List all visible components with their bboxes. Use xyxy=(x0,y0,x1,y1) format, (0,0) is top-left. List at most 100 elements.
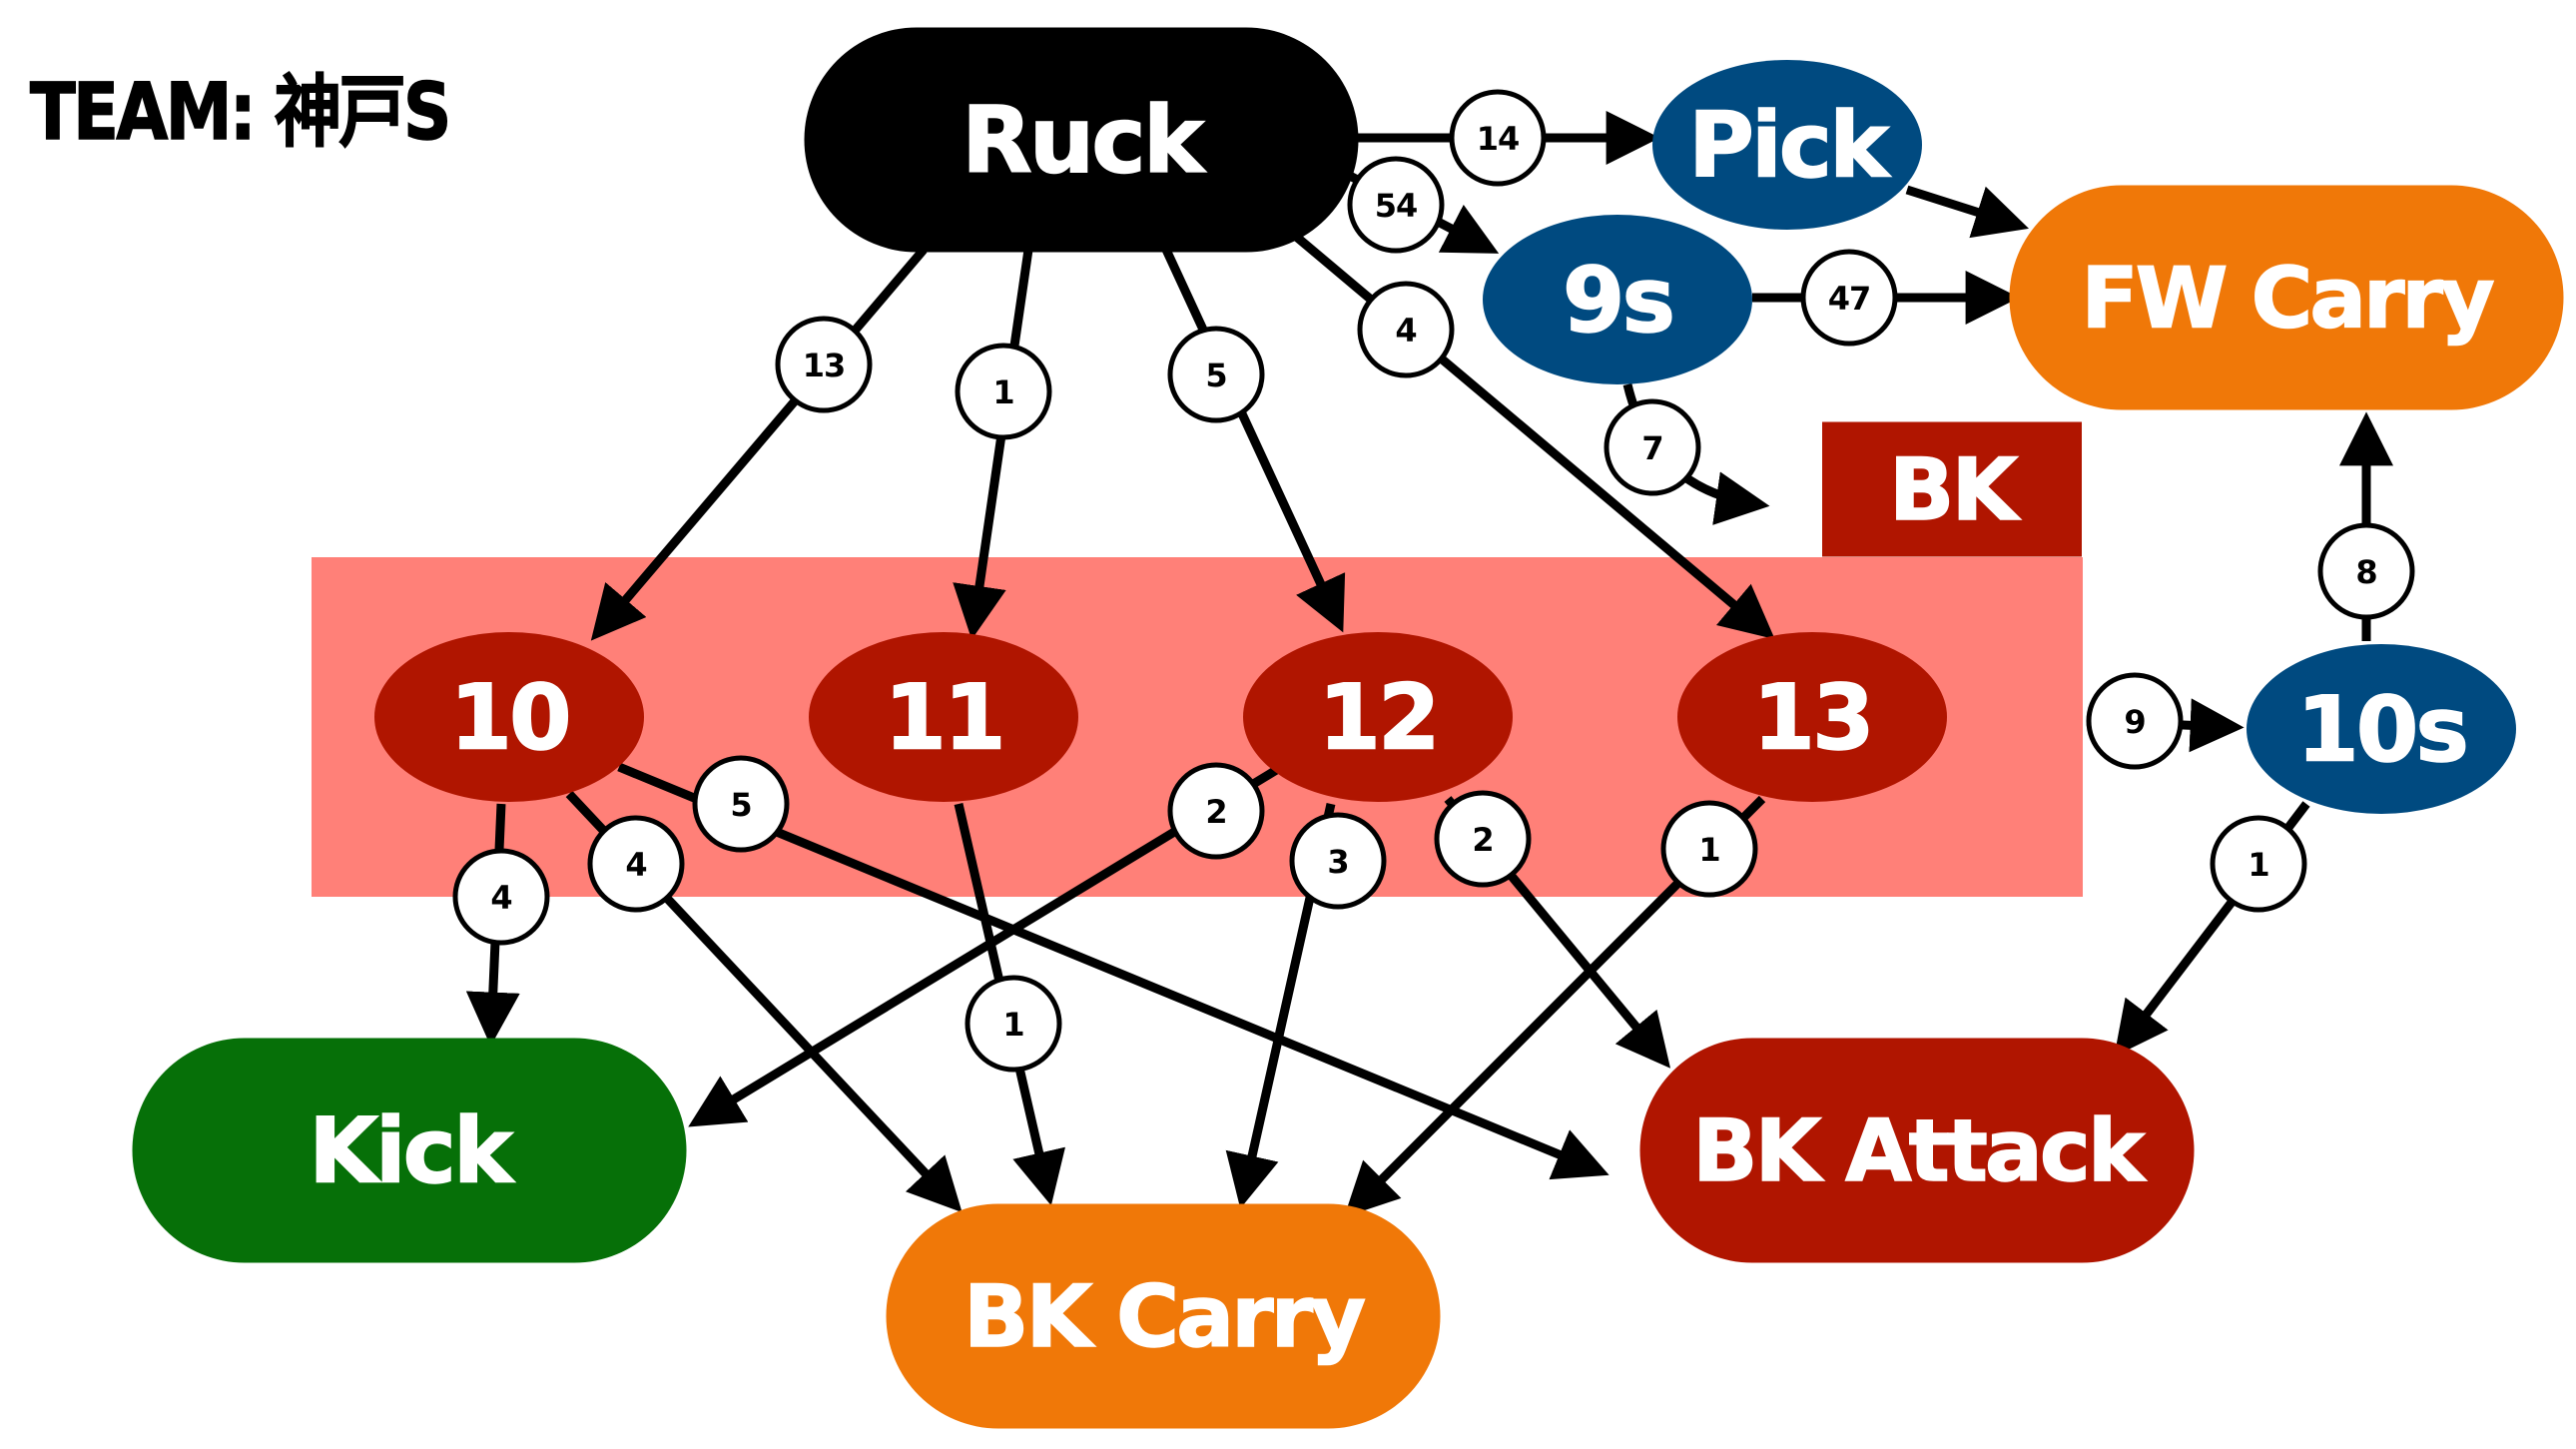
badge-circle xyxy=(692,755,790,853)
edge-count-badge-n10-to-bkcarry: 4 xyxy=(587,815,685,913)
node-n12: 12 xyxy=(1243,632,1513,802)
edge-count-badge-ruck-to-n12: 5 xyxy=(1167,326,1265,423)
edge-count-label: 9 xyxy=(2124,703,2145,741)
edge-count-badge-n12-to-kick: 2 xyxy=(1167,762,1265,860)
edge-count-label: 7 xyxy=(1641,429,1662,467)
edge-count-badge-nines-to-bk: 7 xyxy=(1604,398,1701,496)
edge-count-label: 1 xyxy=(992,373,1013,411)
edge-count-label: 3 xyxy=(1327,843,1348,881)
edge-count-badge-n11-to-bkcarry: 1 xyxy=(965,975,1062,1073)
badge-circle xyxy=(1167,326,1265,423)
edge-count-badge-ruck-to-nines: 54 xyxy=(1347,156,1445,254)
node-nines: 9s xyxy=(1483,215,1752,384)
edge-count-label: 4 xyxy=(1395,312,1416,350)
node-ruck-label: Ruck xyxy=(962,87,1206,194)
node-ruck-shape xyxy=(804,27,1359,253)
team-title: TEAM: 神戸S xyxy=(29,67,452,159)
edge-count-badge-n10-to-kick: 4 xyxy=(452,848,550,946)
node-tens-label: 10s xyxy=(2296,678,2466,783)
node-n13-label: 13 xyxy=(1752,666,1871,771)
node-n12-label: 12 xyxy=(1318,666,1437,771)
node-bk: BK xyxy=(1822,421,2082,557)
node-n11-shape xyxy=(809,632,1078,802)
edge-count-badge-group-to-tens: 9 xyxy=(2086,672,2184,770)
node-pick: Pick xyxy=(1652,60,1922,230)
edge-count-label: 2 xyxy=(1205,793,1226,831)
node-n13: 13 xyxy=(1677,632,1947,802)
badge-circle xyxy=(2317,522,2415,620)
node-kick: Kick xyxy=(132,1038,687,1263)
node-tens-shape xyxy=(2247,644,2516,814)
badge-circle xyxy=(2210,815,2307,913)
edge-count-badge-tens-to-fwcarry: 8 xyxy=(2317,522,2415,620)
node-n10-shape xyxy=(374,632,644,802)
edge-count-label: 13 xyxy=(803,347,846,384)
edge-count-label: 5 xyxy=(730,786,751,824)
node-n12-shape xyxy=(1243,632,1513,802)
badge-circle xyxy=(1800,249,1898,347)
badge-circle xyxy=(1449,89,1547,187)
badge-circle xyxy=(775,316,873,413)
edge-count-label: 4 xyxy=(490,879,511,917)
node-n11: 11 xyxy=(809,632,1078,802)
edge-pick-to-fwcarry xyxy=(1905,185,2030,239)
badge-circle xyxy=(1434,790,1532,888)
node-n11-label: 11 xyxy=(884,666,1002,771)
badge-circle xyxy=(452,848,550,946)
edge-ruck-to-n10 xyxy=(590,247,928,641)
badge-circle xyxy=(1167,762,1265,860)
node-fwcarry-shape xyxy=(2009,185,2564,410)
badge-circle xyxy=(1347,156,1445,254)
node-bkcarry-label: BK Carry xyxy=(964,1267,1365,1367)
badge-circle xyxy=(587,815,685,913)
edge-count-badge-ruck-to-n13: 4 xyxy=(1357,281,1455,378)
edge-count-badge-n10-to-bkattack: 5 xyxy=(692,755,790,853)
node-bkcarry: BK Carry xyxy=(886,1203,1441,1429)
badge-circle xyxy=(2086,672,2184,770)
badge-circle xyxy=(1604,398,1701,496)
edge-count-label: 1 xyxy=(1698,831,1719,869)
badge-circle xyxy=(955,343,1052,440)
node-bk-label: BK xyxy=(1889,440,2022,540)
node-pick-label: Pick xyxy=(1688,94,1891,199)
node-n10-label: 10 xyxy=(449,666,568,771)
edge-count-badge-n12-to-bkcarry: 3 xyxy=(1289,812,1387,910)
badge-circle xyxy=(965,975,1062,1073)
node-fwcarry: FW Carry xyxy=(2009,185,2564,410)
node-nines-label: 9s xyxy=(1563,249,1672,354)
node-bkattack: BK Attack xyxy=(1639,1038,2195,1263)
edge-count-badge-n13-to-bkcarry: 1 xyxy=(1660,800,1758,898)
node-kick-shape xyxy=(132,1038,687,1263)
edge-count-badge-nines-to-fwcarry: 47 xyxy=(1800,249,1898,347)
edge-ruck-to-n13 xyxy=(1285,226,1775,640)
node-kick-label: Kick xyxy=(309,1099,515,1204)
node-n10: 10 xyxy=(374,632,644,802)
edge-count-label: 14 xyxy=(1477,120,1520,158)
node-bkattack-label: BK Attack xyxy=(1692,1101,2147,1201)
edge-count-label: 54 xyxy=(1375,187,1418,225)
edge-count-badge-ruck-to-pick: 14 xyxy=(1449,89,1547,187)
badge-circle xyxy=(1357,281,1455,378)
node-ruck: Ruck xyxy=(804,27,1359,253)
edge-count-badge-tens-to-bkattack: 1 xyxy=(2210,815,2307,913)
node-nines-shape xyxy=(1483,215,1752,384)
edge-count-label: 5 xyxy=(1205,357,1226,394)
badge-circle xyxy=(1289,812,1387,910)
node-n13-shape xyxy=(1677,632,1947,802)
node-bkcarry-shape xyxy=(886,1203,1441,1429)
node-fwcarry-label: FW Carry xyxy=(2081,249,2493,347)
node-tens: 10s xyxy=(2247,644,2516,814)
edge-ruck-to-n12 xyxy=(1161,248,1346,633)
edge-count-label: 4 xyxy=(625,846,646,884)
edge-count-badge-n12-to-bkattack: 2 xyxy=(1434,790,1532,888)
edge-count-label: 8 xyxy=(2355,553,2376,591)
badge-circle xyxy=(1660,800,1758,898)
node-pick-shape xyxy=(1652,60,1922,230)
edge-count-label: 1 xyxy=(2248,846,2268,884)
edge-n10-to-bkattack xyxy=(617,762,1610,1180)
edge-count-label: 2 xyxy=(1472,821,1493,859)
node-bk-shape xyxy=(1822,421,2082,557)
